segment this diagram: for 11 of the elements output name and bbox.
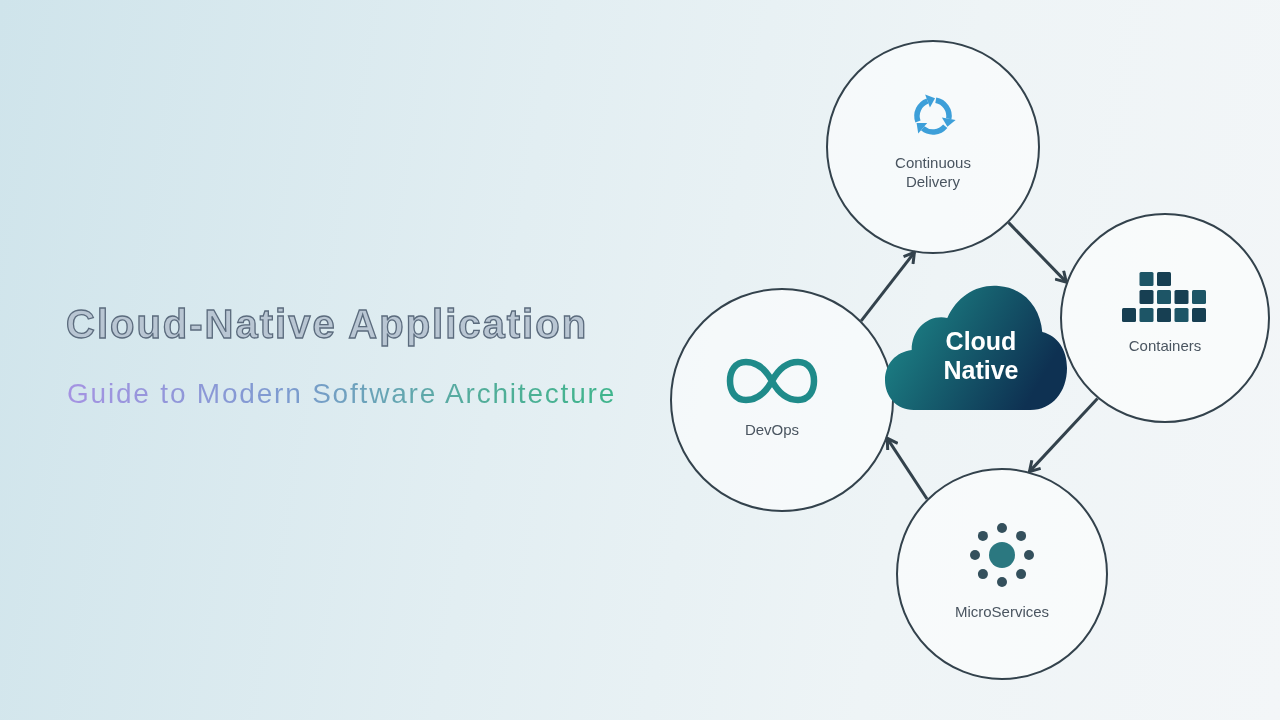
cloud-shape [884,283,1068,411]
node-label: DevOps [744,420,800,440]
arrow [860,250,916,322]
arrow [885,436,929,500]
title: Cloud-Native Application [66,302,589,347]
arrow [1027,397,1099,474]
arrow [1007,221,1068,284]
node-label: Continuous Delivery [894,152,972,192]
node-label: Containers [1128,336,1202,356]
node-label: MicroServices [954,602,1050,622]
cloud-label: Cloud Native [942,326,1020,386]
